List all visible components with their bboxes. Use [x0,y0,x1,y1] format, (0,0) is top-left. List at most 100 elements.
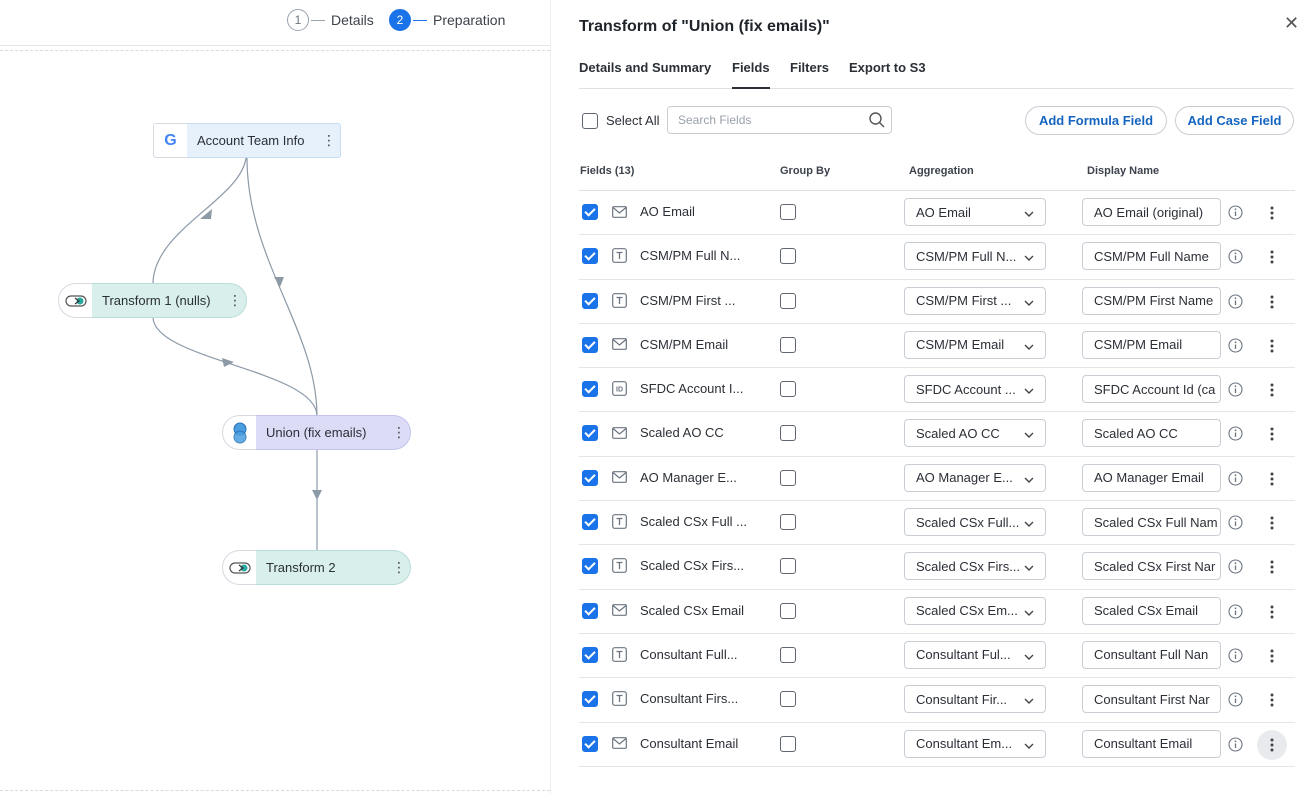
aggregation-select[interactable]: Consultant Ful... [904,640,1046,669]
group-by-checkbox[interactable] [780,735,796,752]
field-checkbox[interactable] [582,602,598,619]
display-name-input[interactable] [1082,330,1221,359]
aggregation-select[interactable]: SFDC Account ... [904,375,1046,404]
info-icon[interactable] [1228,737,1243,755]
info-icon[interactable] [1228,294,1243,312]
tab-export-to-s3[interactable]: Export to S3 [849,60,926,75]
aggregation-select[interactable]: Scaled AO CC [904,419,1046,448]
aggregation-select[interactable]: AO Manager E... [904,463,1046,492]
node-menu-icon[interactable]: ⋮ [392,559,406,575]
aggregation-select[interactable]: Scaled CSx Firs... [904,552,1046,581]
group-by-checkbox[interactable] [780,248,796,265]
display-name-input[interactable] [1082,685,1221,714]
display-name-input[interactable] [1082,242,1221,271]
field-checkbox[interactable] [582,469,598,486]
info-icon[interactable] [1228,249,1243,267]
info-icon[interactable] [1228,515,1243,533]
group-by-checkbox[interactable] [780,691,796,708]
row-menu-icon[interactable] [1257,597,1287,627]
display-name-input[interactable] [1082,640,1221,669]
tab-details-and-summary[interactable]: Details and Summary [579,60,712,75]
group-by-checkbox[interactable] [780,558,796,575]
aggregation-select[interactable]: CSM/PM Full N... [904,242,1046,271]
tab-fields[interactable]: Fields [732,60,770,89]
node-account-team-info[interactable]: G Account Team Info ⋮ [153,123,341,158]
text-type-icon [612,691,627,707]
row-menu-icon[interactable] [1257,331,1287,361]
group-by-checkbox[interactable] [780,646,796,663]
node-menu-icon[interactable]: ⋮ [392,424,406,440]
display-name-input[interactable] [1082,596,1221,625]
display-name-input[interactable] [1082,286,1221,315]
row-menu-icon[interactable] [1257,464,1287,494]
search-fields-input[interactable] [667,106,892,134]
group-by-checkbox[interactable] [780,425,796,442]
field-checkbox[interactable] [582,691,598,708]
row-menu-icon[interactable] [1257,641,1287,671]
field-checkbox[interactable] [582,514,598,531]
field-checkbox[interactable] [582,425,598,442]
node-union[interactable]: Union (fix emails) ⋮ [222,415,411,450]
group-by-checkbox[interactable] [780,381,796,398]
row-menu-icon[interactable] [1257,198,1287,228]
field-checkbox[interactable] [582,292,598,309]
info-icon[interactable] [1228,648,1243,666]
add-formula-field-button[interactable]: Add Formula Field [1025,106,1167,135]
group-by-checkbox[interactable] [780,469,796,486]
display-name-input[interactable] [1082,729,1221,758]
info-icon[interactable] [1228,559,1243,577]
field-checkbox[interactable] [582,646,598,663]
display-name-input[interactable] [1082,375,1221,404]
field-checkbox[interactable] [582,735,598,752]
field-checkbox[interactable] [582,558,598,575]
row-menu-icon[interactable] [1257,242,1287,272]
aggregation-select[interactable]: Consultant Fir... [904,685,1046,714]
pipeline-canvas[interactable]: 1 Details 2 Preparation [0,0,550,794]
info-icon[interactable] [1228,338,1243,356]
field-checkbox[interactable] [582,248,598,265]
aggregation-select[interactable]: AO Email [904,198,1046,226]
info-icon[interactable] [1228,604,1243,622]
group-by-checkbox[interactable] [780,204,796,220]
row-menu-icon[interactable] [1257,287,1287,317]
node-transform-1[interactable]: Transform 1 (nulls) ⋮ [58,283,247,318]
row-menu-icon[interactable] [1257,552,1287,582]
aggregation-select[interactable]: CSM/PM First ... [904,286,1046,315]
display-name-input[interactable] [1082,508,1221,537]
info-icon[interactable] [1228,382,1243,400]
field-checkbox[interactable] [582,381,598,398]
info-icon[interactable] [1228,471,1243,489]
info-icon[interactable] [1228,692,1243,710]
display-name-input[interactable] [1082,463,1221,492]
group-by-checkbox[interactable] [780,514,796,531]
group-by-checkbox[interactable] [780,336,796,353]
info-icon[interactable] [1228,426,1243,444]
tab-filters[interactable]: Filters [790,60,830,75]
search-icon[interactable] [869,112,885,133]
step-details[interactable]: 1 Details [287,9,374,31]
aggregation-select[interactable]: Scaled CSx Em... [904,596,1046,625]
field-checkbox[interactable] [582,204,598,220]
row-menu-icon[interactable] [1257,375,1287,405]
row-menu-icon[interactable] [1257,729,1287,760]
aggregation-select[interactable]: Scaled CSx Full... [904,508,1046,537]
group-by-checkbox[interactable] [780,292,796,309]
node-menu-icon[interactable]: ⋮ [228,292,242,308]
aggregation-select[interactable]: Consultant Em... [904,729,1046,758]
node-menu-icon[interactable]: ⋮ [322,132,336,148]
display-name-input[interactable] [1082,552,1221,581]
aggregation-select[interactable]: CSM/PM Email [904,330,1046,359]
node-transform-2[interactable]: Transform 2 ⋮ [222,550,411,585]
close-icon[interactable]: ✕ [1284,13,1300,33]
row-menu-icon[interactable] [1257,685,1287,715]
group-by-checkbox[interactable] [780,602,796,619]
select-all-checkbox[interactable] [582,113,598,129]
step-preparation[interactable]: 2 Preparation [389,9,505,31]
add-case-field-button[interactable]: Add Case Field [1175,106,1294,135]
display-name-input[interactable] [1082,419,1221,448]
info-icon[interactable] [1228,205,1243,223]
field-checkbox[interactable] [582,336,598,353]
row-menu-icon[interactable] [1257,419,1287,449]
display-name-input[interactable] [1082,198,1221,226]
row-menu-icon[interactable] [1257,508,1287,538]
